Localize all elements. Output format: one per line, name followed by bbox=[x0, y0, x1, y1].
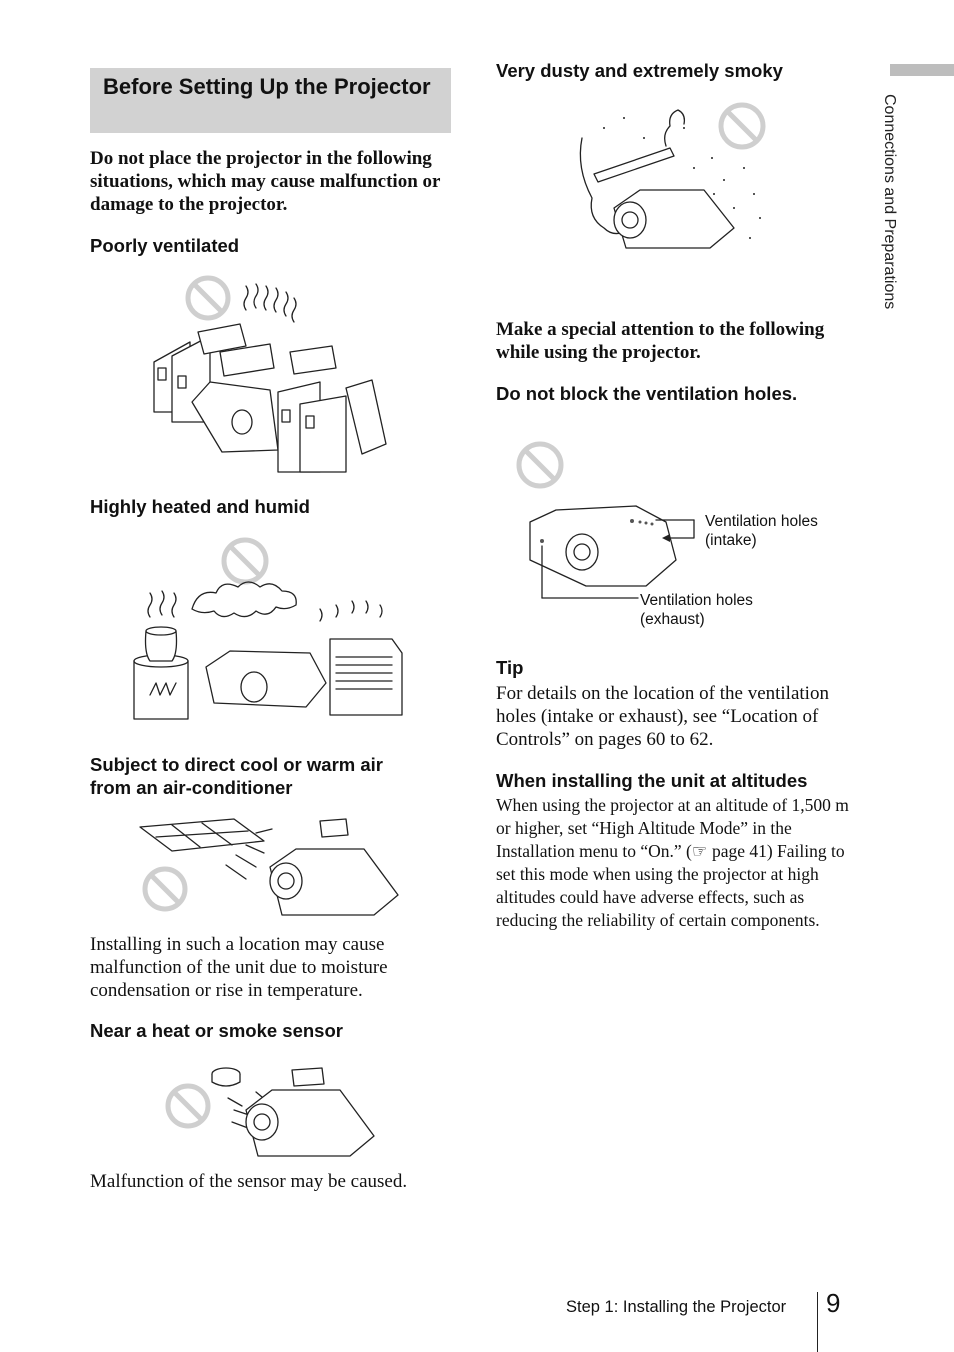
heading-heat-sensor: Near a heat or smoke sensor bbox=[90, 1020, 343, 1041]
footer-divider bbox=[817, 1292, 818, 1352]
illustration-heat-sensor bbox=[165, 1067, 375, 1157]
prohibition-icon bbox=[165, 1083, 211, 1129]
section-header-box bbox=[90, 68, 451, 133]
label-vent-intake-1: Ventilation holes bbox=[705, 513, 818, 530]
heading-altitude: When installing the unit at altitudes bbox=[496, 770, 808, 791]
section-title: Before Setting Up the Projector bbox=[103, 74, 431, 99]
prohibition-icon bbox=[516, 441, 564, 489]
heading-air-conditioner-1: Subject to direct cool or warm air bbox=[90, 754, 383, 775]
illustration-dusty-smoky bbox=[579, 102, 766, 249]
prohibition-icon bbox=[185, 275, 231, 321]
tip-heading: Tip bbox=[496, 657, 524, 678]
prohibition-icon bbox=[142, 866, 188, 912]
altitude-text-after: page 41) Failing to set this mode when u… bbox=[496, 841, 845, 930]
heading-air-conditioner-2: from an air-conditioner bbox=[90, 777, 293, 798]
side-tab: Connections and Preparations bbox=[880, 94, 920, 364]
intro-paragraph: Do not place the projector in the follow… bbox=[90, 148, 441, 215]
exhaust-leader-line bbox=[541, 597, 639, 599]
label-vent-exhaust-1: Ventilation holes bbox=[640, 592, 753, 609]
label-vent-exhaust-2: (exhaust) bbox=[640, 611, 705, 628]
illustration-ventilation-holes bbox=[516, 441, 695, 599]
tip-text: For details on the location of the venti… bbox=[496, 683, 829, 750]
heading-heated-humid: Highly heated and humid bbox=[90, 496, 310, 517]
altitude-text-before: When using the projector at an altitude … bbox=[496, 795, 849, 861]
illustration-air-conditioner bbox=[139, 818, 399, 916]
condensation-note: Installing in such a location may cause … bbox=[90, 934, 388, 1001]
prohibition-icon bbox=[221, 537, 269, 585]
heading-poorly-ventilated: Poorly ventilated bbox=[90, 235, 240, 256]
page-number: 9 bbox=[826, 1288, 841, 1318]
heading-dusty-smoky: Very dusty and extremely smoky bbox=[496, 60, 783, 81]
label-vent-intake-2: (intake) bbox=[705, 532, 757, 549]
sensor-note: Malfunction of the sensor may be caused. bbox=[90, 1171, 408, 1192]
side-tab-label: Connections and Preparations bbox=[881, 94, 898, 310]
illustration-heated-humid bbox=[133, 537, 403, 720]
attention-intro: Make a special attention to the followin… bbox=[496, 319, 825, 363]
illustration-poorly-ventilated bbox=[153, 275, 387, 473]
reference-hand-icon: ☞ bbox=[691, 841, 708, 861]
footer-step: Step 1: Installing the Projector bbox=[566, 1298, 787, 1316]
prohibition-icon bbox=[718, 102, 766, 150]
side-tab-bar bbox=[890, 64, 954, 76]
heading-do-not-block: Do not block the ventilation holes. bbox=[496, 383, 798, 404]
altitude-text: When using the projector at an altitude … bbox=[496, 794, 858, 932]
